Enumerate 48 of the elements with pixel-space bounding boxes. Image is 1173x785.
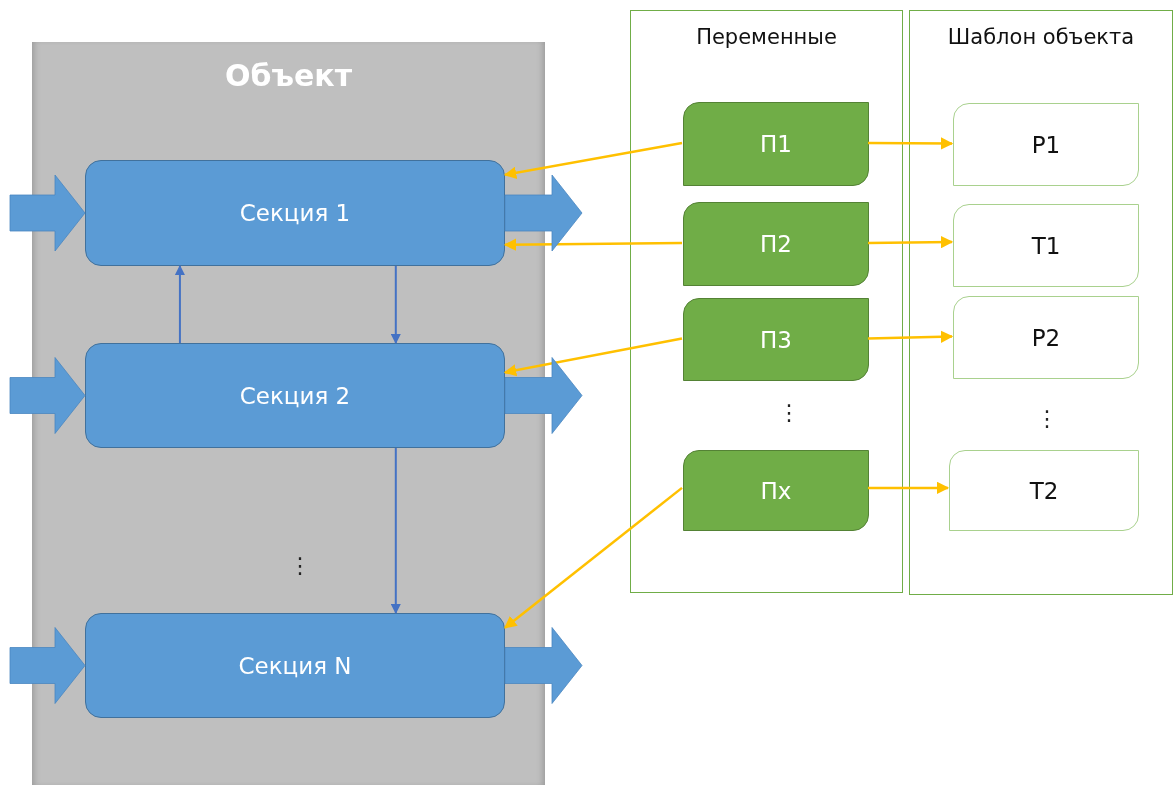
- arrow: [503, 141, 683, 179]
- template-label: P2: [1031, 324, 1061, 351]
- column-title: Шаблон объекта: [946, 25, 1136, 49]
- variable-box: [683, 298, 869, 381]
- arrow: [503, 238, 682, 251]
- ellipsis-mark: ⋮: [778, 402, 800, 424]
- section-box: [85, 343, 505, 448]
- template-box: [953, 103, 1139, 186]
- template-label: T1: [1031, 232, 1061, 259]
- arrow: [868, 481, 950, 495]
- block-arrow: [504, 627, 583, 704]
- section-label: Секция N: [238, 652, 352, 679]
- template-box: [953, 296, 1139, 379]
- block-arrow: [9, 357, 86, 434]
- variable-box: [683, 202, 869, 286]
- ellipsis-mark: ⋮: [289, 555, 311, 577]
- variable-label: П3: [760, 326, 792, 353]
- template-box: [949, 450, 1139, 531]
- template-label: T2: [1029, 477, 1059, 504]
- arrow: [390, 447, 401, 614]
- arrow: [174, 265, 185, 344]
- object-panel: [32, 42, 545, 785]
- variable-box: [683, 450, 869, 531]
- panel-title: Объект: [223, 58, 354, 93]
- template-label: P1: [1031, 131, 1061, 158]
- block-arrow: [504, 174, 583, 252]
- variable-label: П1: [760, 131, 792, 157]
- arrow: [390, 265, 401, 344]
- template-box: [953, 204, 1139, 287]
- arrow: [503, 337, 683, 377]
- block-arrow: [504, 357, 583, 434]
- variable-box: [683, 102, 869, 186]
- section-box: [85, 613, 505, 718]
- arrow: [868, 137, 954, 150]
- ellipsis-mark: ⋮: [1036, 408, 1058, 430]
- block-arrow: [9, 174, 86, 252]
- section-label: Секция 2: [239, 382, 351, 409]
- column-panel: [630, 10, 903, 593]
- column-panel: [909, 10, 1173, 595]
- variable-label: Пх: [760, 477, 792, 504]
- column-title: Переменные: [695, 25, 838, 49]
- arrow: [504, 486, 683, 629]
- section-box: [85, 160, 505, 266]
- arrow: [867, 330, 954, 343]
- section-label: Секция 1: [239, 200, 351, 226]
- block-arrow: [9, 627, 86, 704]
- variable-label: П2: [760, 231, 792, 257]
- arrow: [868, 235, 954, 249]
